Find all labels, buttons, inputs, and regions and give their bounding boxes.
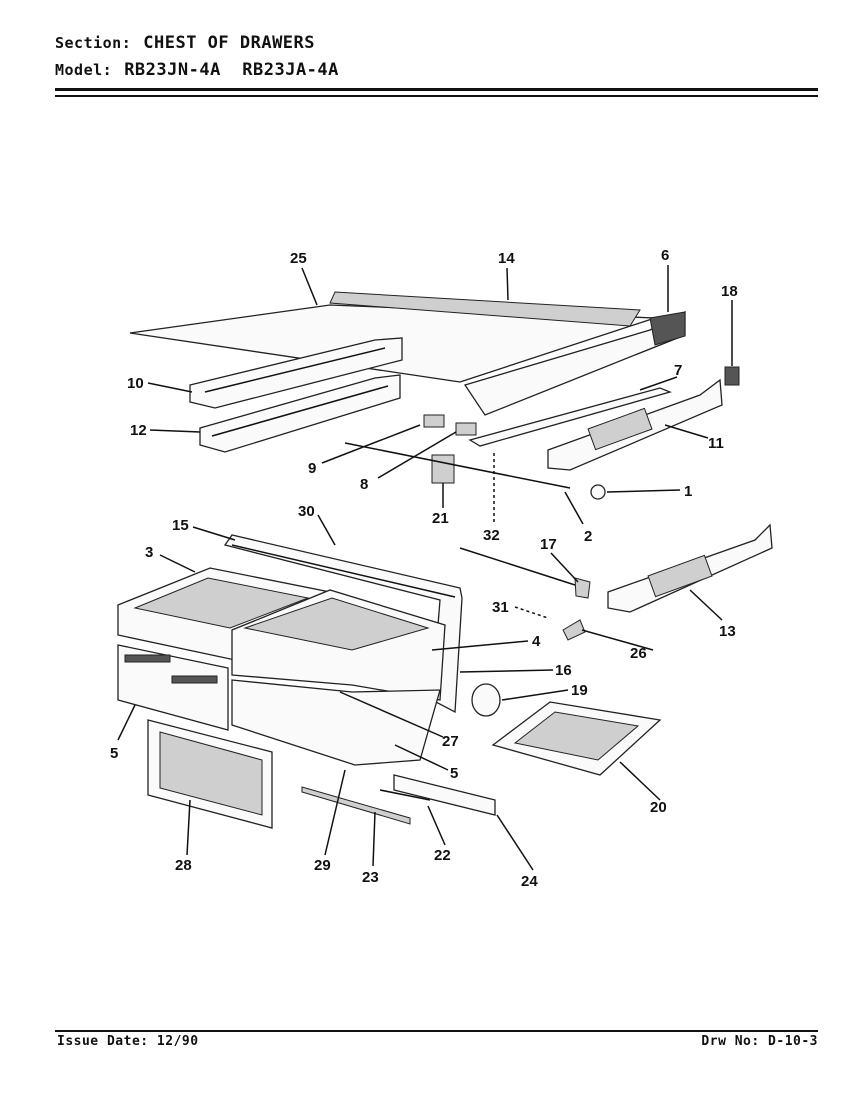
callout-25: 25 xyxy=(290,250,307,267)
callout-12: 12 xyxy=(130,422,147,439)
part-rod xyxy=(344,442,571,489)
callout-32: 32 xyxy=(483,527,500,544)
part-right-support-end xyxy=(649,311,686,346)
header-rule-thin xyxy=(55,95,818,97)
callout-31: 31 xyxy=(492,599,509,616)
callout-30: 30 xyxy=(298,503,315,520)
part-rod-22 xyxy=(379,789,431,801)
footer-rule xyxy=(55,1030,818,1032)
part-latch xyxy=(562,619,586,641)
part-crisper-frame xyxy=(223,534,463,714)
part-slide-rail xyxy=(468,387,673,447)
part-block-8 xyxy=(455,422,477,436)
callout-8: 8 xyxy=(360,476,368,493)
section-label: Section: xyxy=(55,34,132,52)
callout-numbers: 25 14 6 18 10 7 12 11 9 8 1 21 32 2 15 3… xyxy=(110,247,738,890)
callout-26: 26 xyxy=(630,645,647,662)
callout-22: 22 xyxy=(434,847,451,864)
callout-28: 28 xyxy=(175,857,192,874)
callout-17: 17 xyxy=(540,536,557,553)
callout-11: 11 xyxy=(708,435,724,452)
callout-19: 19 xyxy=(571,682,588,699)
issue-date: Issue Date: 12/90 xyxy=(57,1034,199,1049)
callout-13: 13 xyxy=(719,623,736,640)
model-numbers: RB23JN-4A RB23JA-4A xyxy=(124,60,339,80)
part-block-9 xyxy=(423,414,445,428)
callout-5-left: 5 xyxy=(110,745,118,762)
callout-24: 24 xyxy=(521,873,538,890)
callout-10: 10 xyxy=(127,375,144,392)
part-rail-24 xyxy=(393,774,496,816)
callout-3: 3 xyxy=(145,544,153,561)
part-left-support-upper xyxy=(189,337,403,409)
model-line: Model: RB23JN-4A RB23JA-4A xyxy=(55,60,339,80)
callout-14: 14 xyxy=(498,250,515,267)
callout-7: 7 xyxy=(674,362,682,379)
part-drawer-lower-right xyxy=(231,679,441,766)
callout-20: 20 xyxy=(650,799,667,816)
leader-lines xyxy=(117,265,733,871)
part-left-support-lower xyxy=(199,374,401,453)
header-rule-thick xyxy=(55,88,818,91)
callout-21: 21 xyxy=(432,510,449,527)
callout-1: 1 xyxy=(684,483,692,500)
part-screw xyxy=(590,484,606,500)
part-rail-23 xyxy=(301,786,411,825)
part-cover-frame-rear xyxy=(329,291,641,327)
callout-27: 27 xyxy=(442,733,459,750)
part-clip xyxy=(724,366,740,386)
callout-5-right: 5 xyxy=(450,765,458,782)
part-bracket xyxy=(471,683,501,717)
callout-29: 29 xyxy=(314,857,331,874)
part-drawer-lower-left xyxy=(117,644,229,731)
callout-9: 9 xyxy=(308,460,316,477)
drawing-number: Drw No: D-10-3 xyxy=(701,1034,818,1049)
callout-15: 15 xyxy=(172,517,189,534)
callout-2: 2 xyxy=(584,528,592,545)
part-block-21 xyxy=(431,454,455,484)
section-line: Section: CHEST OF DRAWERS xyxy=(55,33,315,53)
callout-6: 6 xyxy=(661,247,669,264)
callout-16: 16 xyxy=(555,662,572,679)
section-title: CHEST OF DRAWERS xyxy=(143,33,316,53)
callout-18: 18 xyxy=(721,283,738,300)
model-label: Model: xyxy=(55,61,113,79)
part-rod-17 xyxy=(459,547,576,586)
callout-4: 4 xyxy=(532,633,541,650)
callout-23: 23 xyxy=(362,869,379,886)
